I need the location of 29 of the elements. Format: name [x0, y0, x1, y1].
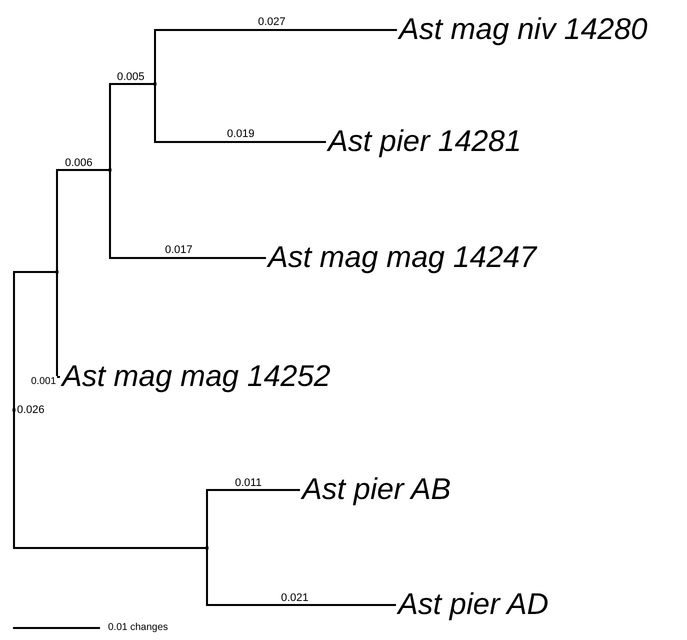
branch-length-label: 0.026	[16, 404, 46, 416]
branch-length-label: 0.017	[164, 244, 194, 256]
taxon-label: Ast mag mag 14252	[62, 360, 330, 394]
taxon-label: Ast mag mag 14247	[268, 241, 536, 275]
branch-node	[108, 168, 112, 172]
tree-branch	[154, 29, 397, 82]
scale-label: 0.01 changes	[108, 622, 168, 634]
tree-branch	[56, 274, 60, 378]
taxon-label: Ast pier 14281	[328, 125, 522, 159]
branch-length-label: 0.011	[234, 477, 263, 489]
tree-branch	[56, 169, 108, 270]
tree-branch	[13, 271, 56, 408]
tree-branch	[109, 83, 154, 168]
tree-branch	[13, 412, 206, 549]
branch-length-label: 0.006	[64, 157, 94, 169]
branch-length-label: 0.021	[280, 592, 310, 604]
taxon-label: Ast pier AB	[302, 473, 451, 507]
branch-node	[56, 270, 58, 274]
taxon-label: Ast pier AD	[398, 588, 549, 622]
branch-node	[154, 82, 156, 86]
tree-branch	[154, 86, 326, 143]
branch-node	[206, 546, 208, 550]
branch-length-label: 0.019	[226, 128, 256, 140]
tree-branch	[206, 489, 300, 546]
tree-branch	[109, 172, 266, 259]
branch-length-label: 0.005	[116, 71, 146, 83]
taxon-label: Ast mag niv 14280	[399, 13, 648, 47]
branch-length-label: 0.027	[257, 16, 287, 28]
tree-branch	[206, 550, 396, 606]
